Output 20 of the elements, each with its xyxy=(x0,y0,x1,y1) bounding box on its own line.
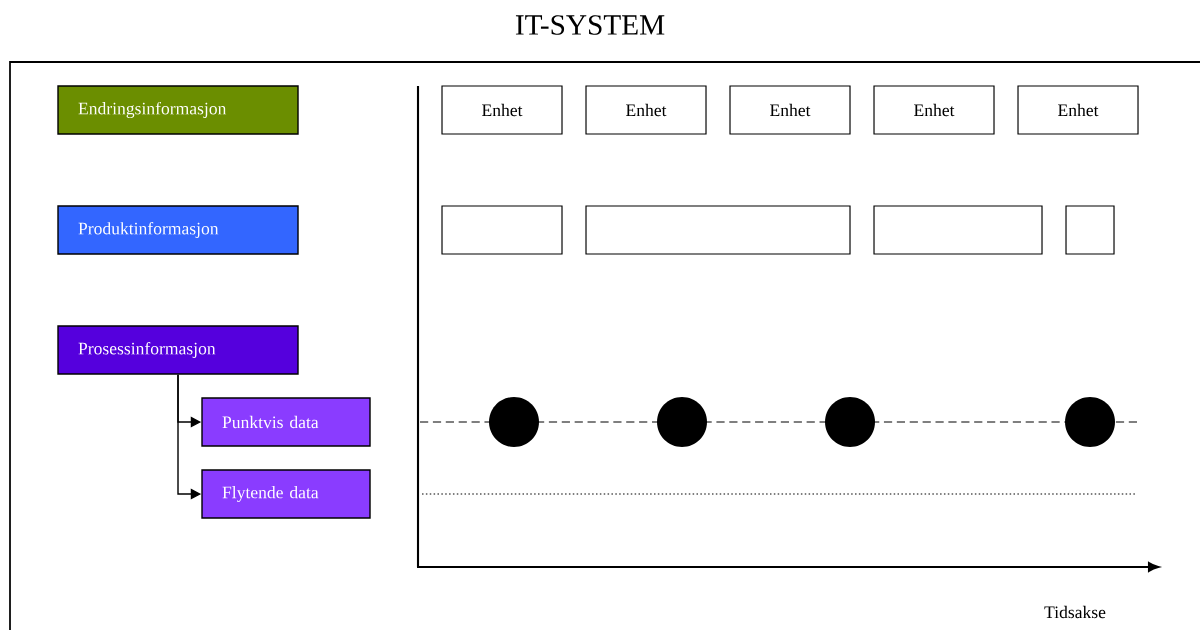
unit-box: Enhet xyxy=(1017,85,1139,135)
event-dot xyxy=(657,397,707,447)
empty-box xyxy=(441,205,563,255)
category-box: Endringsinformasjon xyxy=(57,85,299,135)
category-box: Flytende data xyxy=(201,469,371,519)
event-dot xyxy=(1065,397,1115,447)
unit-box: Enhet xyxy=(729,85,851,135)
empty-box xyxy=(1065,205,1115,255)
event-dot xyxy=(489,397,539,447)
axis-label: Tidsakse xyxy=(1044,605,1106,619)
empty-box xyxy=(585,205,851,255)
unit-box: Enhet xyxy=(441,85,563,135)
empty-box xyxy=(873,205,1043,255)
unit-box: Enhet xyxy=(585,85,707,135)
unit-box: Enhet xyxy=(873,85,995,135)
category-box: Prosessinformasjon xyxy=(57,325,299,375)
title: IT-SYSTEM xyxy=(515,15,665,35)
category-box: Punktvis data xyxy=(201,397,371,447)
event-dot xyxy=(825,397,875,447)
category-box: Produktinformasjon xyxy=(57,205,299,255)
